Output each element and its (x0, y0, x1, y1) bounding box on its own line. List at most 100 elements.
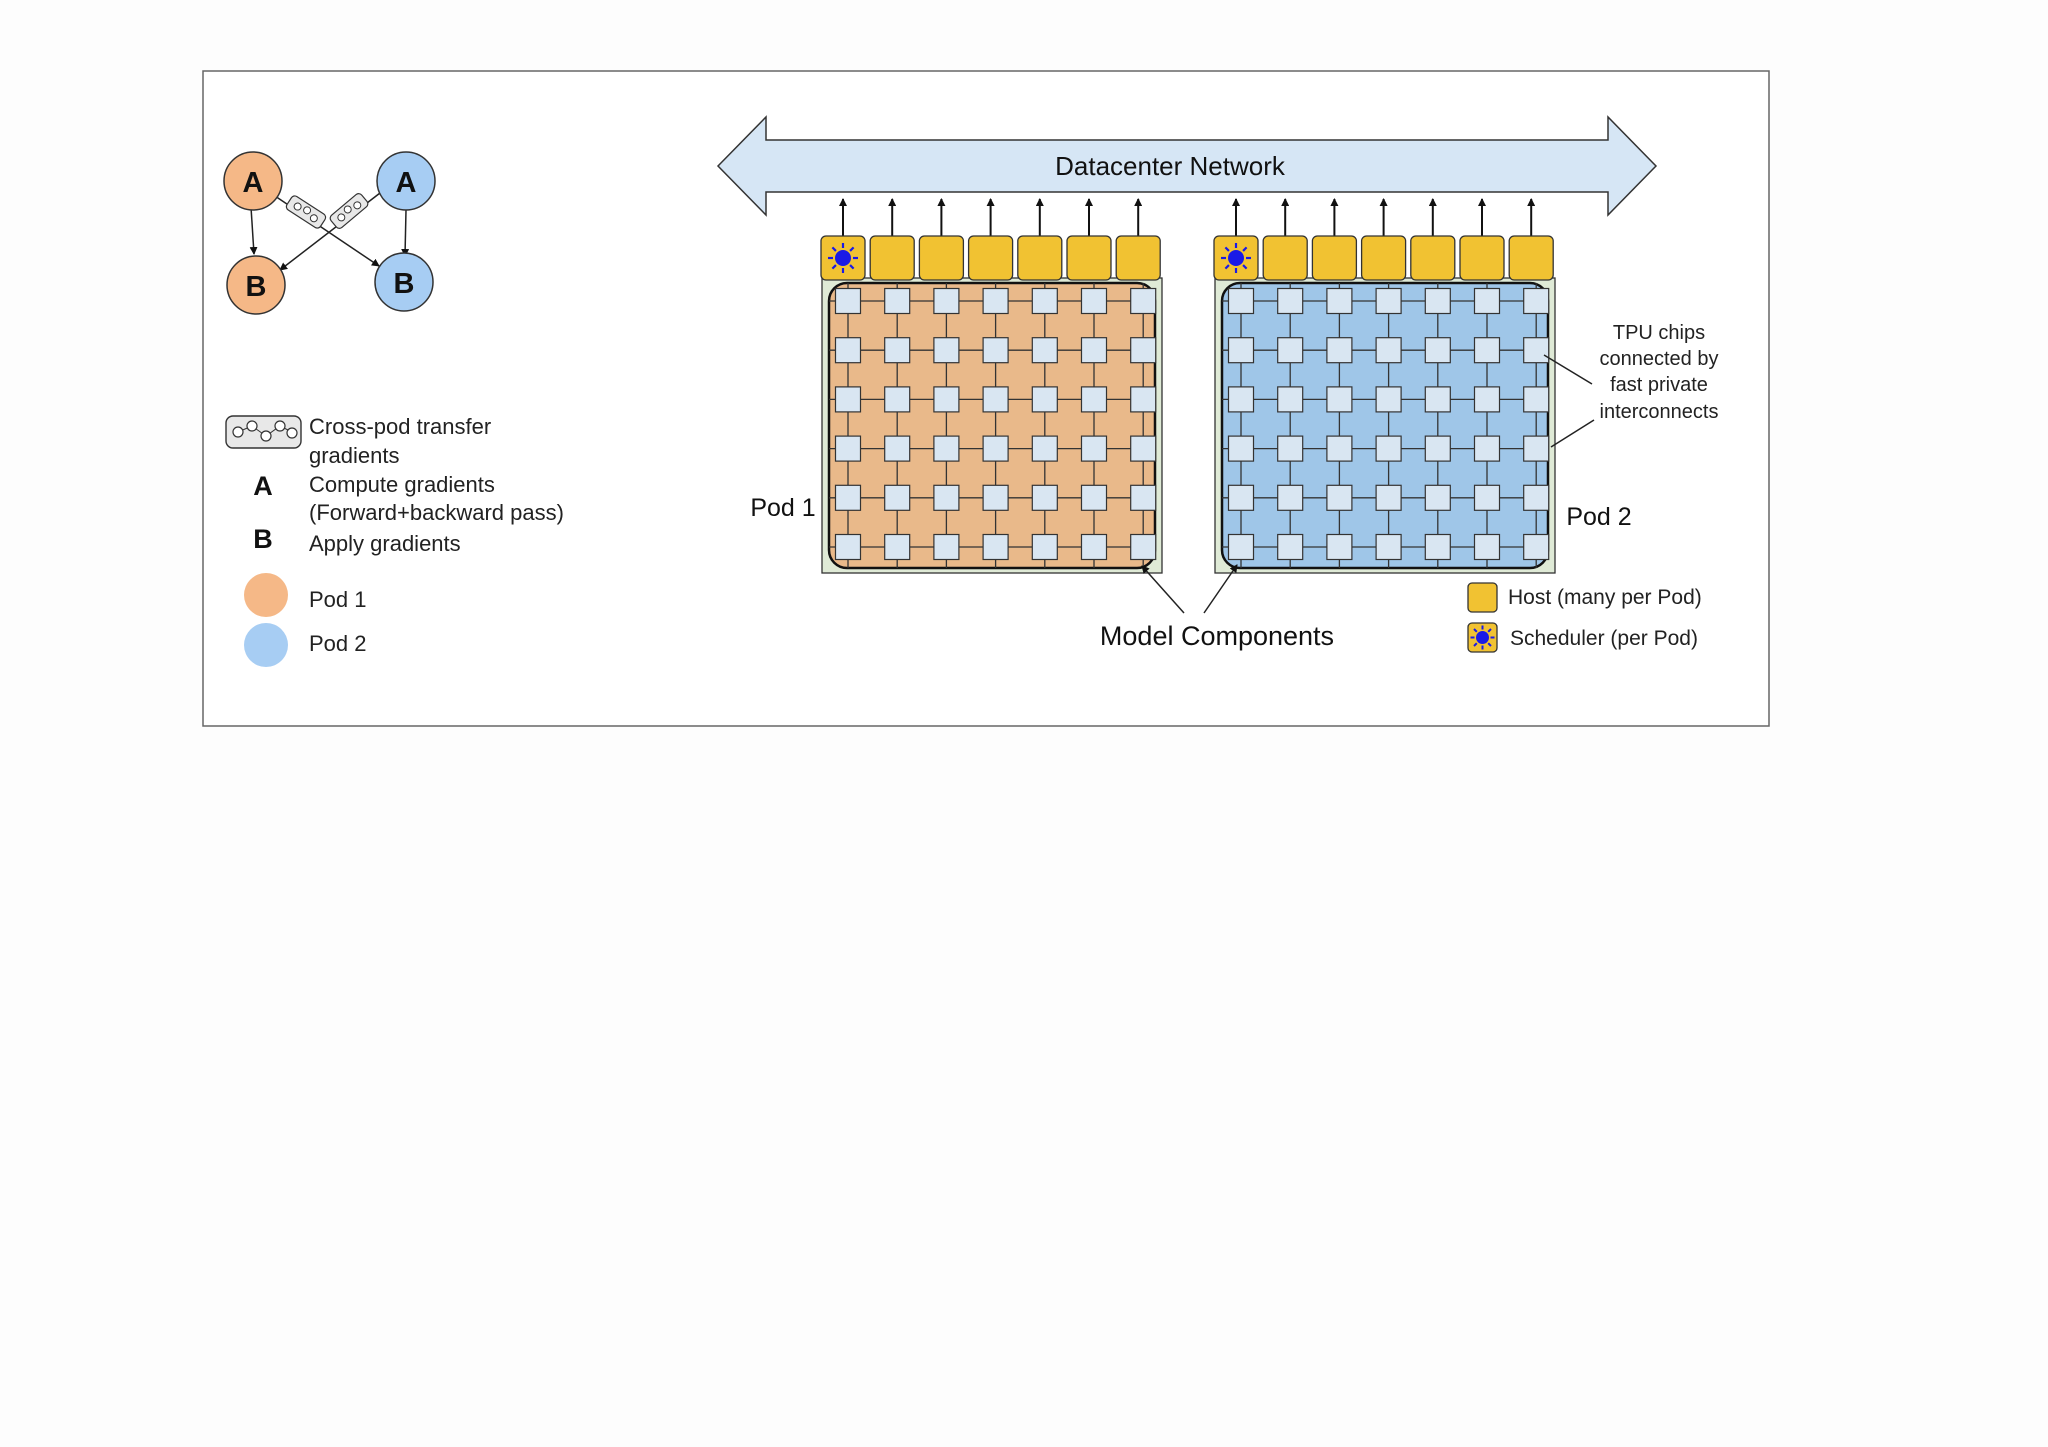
tpu-chip (1424, 287, 1451, 315)
host (967, 235, 1014, 281)
tpu-chip (834, 386, 862, 413)
tpu-chip (1130, 533, 1157, 561)
node-b-pod1: B (226, 255, 286, 315)
tpu-chip (933, 337, 960, 364)
legend-pod1-swatch (244, 573, 288, 617)
tpu-chip (1326, 287, 1353, 315)
gradient-flow-graph: A A B B (223, 151, 436, 315)
tpu-chip (1277, 484, 1304, 511)
legend-transfer-label-1: Cross-pod transfer (309, 414, 491, 439)
tpu-chip (1031, 484, 1058, 511)
svg-text:A: A (396, 167, 417, 199)
tpu-chip (1080, 386, 1108, 413)
tpu-chip (1227, 484, 1255, 511)
tpu-chip (1277, 435, 1304, 462)
legend-pod1-label: Pod 1 (309, 587, 367, 612)
tpu-note-line-1: TPU chips (1613, 322, 1705, 344)
tpu-chip (1080, 484, 1108, 511)
legend-transfer-label-2: gradients (309, 443, 400, 468)
host (1410, 235, 1456, 281)
tpu-chip (1326, 386, 1353, 413)
pod-2 (1213, 198, 1556, 574)
tpu-chip (1130, 287, 1157, 315)
host (1115, 235, 1161, 281)
tpu-chip (884, 533, 911, 561)
scheduler-legend: Scheduler (per Pod) (1467, 622, 1698, 653)
tpu-chip (1375, 435, 1402, 462)
tpu-chip (933, 484, 960, 511)
tpu-chip (1523, 484, 1550, 511)
legend-a-label-1: Compute gradients (309, 472, 495, 497)
tpu-note-pointer (1543, 354, 1593, 385)
tpu-chip (1523, 287, 1550, 315)
tpu-chip (982, 386, 1009, 413)
tpu-chip (933, 435, 960, 462)
tpu-chip (1424, 533, 1451, 561)
host (1508, 235, 1554, 281)
tpu-chip (982, 435, 1009, 462)
pod2-label: Pod 2 (1566, 503, 1631, 531)
model-components-label: Model Components (1100, 621, 1334, 651)
tpu-chip (1473, 287, 1501, 315)
tpu-chip (1326, 435, 1353, 462)
tpu-chip (933, 287, 960, 315)
tpu-chip (1227, 287, 1255, 315)
scheduler-icon (1470, 625, 1495, 650)
host (918, 235, 965, 281)
scheduler-icon (1221, 243, 1251, 273)
tpu-chip (1031, 435, 1058, 462)
pods-layer (820, 198, 1556, 574)
legend-a-symbol: A (253, 471, 273, 501)
tpu-chip (1424, 386, 1451, 413)
tpu-chip (933, 533, 960, 561)
tpu-note-line-4: interconnects (1600, 401, 1719, 423)
legend-pod2-label: Pod 2 (309, 631, 367, 656)
tpu-chip (1080, 533, 1108, 561)
model-components-pointer (1141, 565, 1185, 614)
tpu-chip (1523, 337, 1550, 364)
tpu-chip (1031, 533, 1058, 561)
legend-b-label: Apply gradients (309, 531, 461, 556)
svg-text:A: A (243, 167, 264, 199)
tpu-chip (834, 533, 862, 561)
tpu-chip (1523, 435, 1550, 462)
tpu-chip (1473, 533, 1501, 561)
tpu-chip (1375, 533, 1402, 561)
tpu-chip (1375, 386, 1402, 413)
transfer-package-icon (285, 195, 327, 229)
tpu-chip (1277, 337, 1304, 364)
tpu-chip (1080, 287, 1108, 315)
host (1311, 235, 1358, 281)
tpu-chip (1080, 435, 1108, 462)
tpu-note-line-2: connected by (1600, 348, 1719, 370)
tpu-chip (1473, 337, 1501, 364)
tpu-chip (1227, 435, 1255, 462)
tpu-chip (884, 386, 911, 413)
tpu-chip (1080, 337, 1108, 364)
tpu-chip (1326, 337, 1353, 364)
node-a-pod1: A (223, 151, 283, 211)
tpu-chip (1031, 386, 1058, 413)
host (1017, 235, 1063, 281)
pod-1 (820, 198, 1163, 574)
tpu-chip (982, 337, 1009, 364)
node-b-pod2: B (374, 252, 434, 312)
tpu-chip (834, 337, 862, 364)
pod-mesh-area (827, 281, 1157, 570)
tpu-chip (1277, 533, 1304, 561)
legend: Cross-pod transfer gradients A Compute g… (225, 414, 564, 667)
legend-b-symbol: B (253, 524, 273, 554)
host-legend: Host (many per Pod) (1467, 582, 1702, 613)
scheduler-icon (828, 243, 858, 273)
tpu-chip (834, 484, 862, 511)
tpu-chip (1375, 337, 1402, 364)
legend-a-label-2: (Forward+backward pass) (309, 500, 564, 525)
tpu-chip (982, 287, 1009, 315)
legend-transfer-icon (225, 415, 302, 449)
model-components-callout: Model Components (1100, 564, 1334, 651)
host (1459, 235, 1505, 281)
tpu-chip (1130, 337, 1157, 364)
tpu-chip (982, 484, 1009, 511)
tpu-chip (1473, 435, 1501, 462)
tpu-chip (1130, 435, 1157, 462)
